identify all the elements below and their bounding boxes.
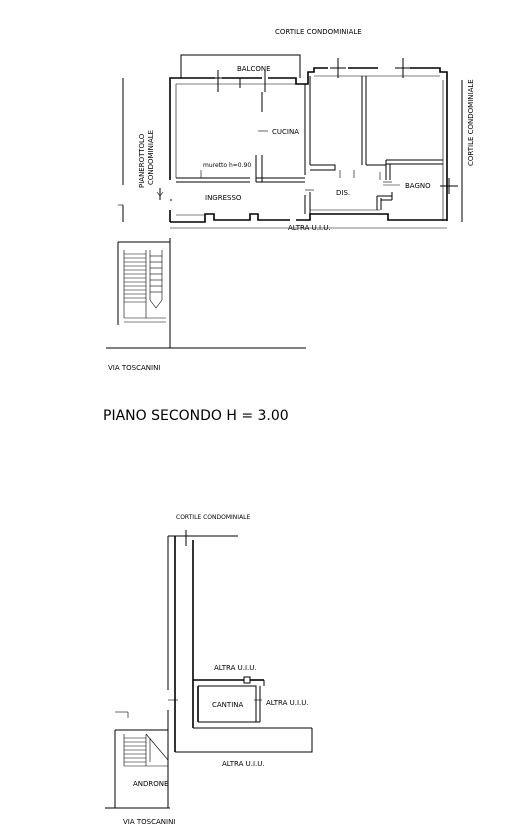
bottom-floor-plan: CORTILE CONDOMINIALE ALTRA U.I.U. CANTIN… (105, 514, 313, 826)
other-unit-label: ALTRA U.I.U. (288, 224, 331, 232)
street-label: VIA TOSCANINI (108, 364, 160, 372)
landing-label-1: PIANEROTTOLO (138, 133, 146, 188)
cellar-walls (167, 530, 313, 808)
cellar-label: CANTINA (212, 701, 243, 709)
lobby-label: ANDRONE (133, 780, 168, 788)
kitchen-label: CUCINA (272, 128, 299, 136)
lobby-stairs (105, 711, 170, 809)
landing-label-2: CONDOMINIALE (147, 130, 155, 185)
cellar-other-unit-top-label: ALTRA U.I.U. (214, 664, 257, 672)
cellar-courtyard-label: CORTILE CONDOMINIALE (176, 514, 251, 521)
cellar-street-label: VIA TOSCANINI (123, 818, 175, 826)
apartment-walls (169, 54, 448, 223)
low-wall-label: muretto h=0.90 (203, 162, 251, 169)
surroundings (106, 78, 463, 349)
cellar-other-unit-bottom-label: ALTRA U.I.U. (222, 760, 265, 768)
lobby-stair-treads (124, 737, 146, 763)
balcony-label: BALCONE (237, 65, 271, 73)
courtyard-top-label: CORTILE CONDOMINIALE (275, 28, 362, 36)
entrance-label: INGRESSO (205, 194, 242, 202)
plan-title: PIANO SECONDO H = 3.00 (103, 408, 289, 424)
stair-treads (124, 253, 162, 303)
interior-partitions (176, 76, 443, 214)
courtyard-right-label: CORTILE CONDOMINIALE (467, 79, 475, 166)
top-floor-plan: CORTILE CONDOMINIALE CORTILE CONDOMINIAL… (103, 28, 475, 424)
bathroom-label: BAGNO (405, 182, 431, 190)
hall-label: DIS. (336, 189, 350, 197)
window-markers (212, 58, 458, 194)
cellar-other-unit-right-label: ALTRA U.I.U. (266, 699, 309, 707)
